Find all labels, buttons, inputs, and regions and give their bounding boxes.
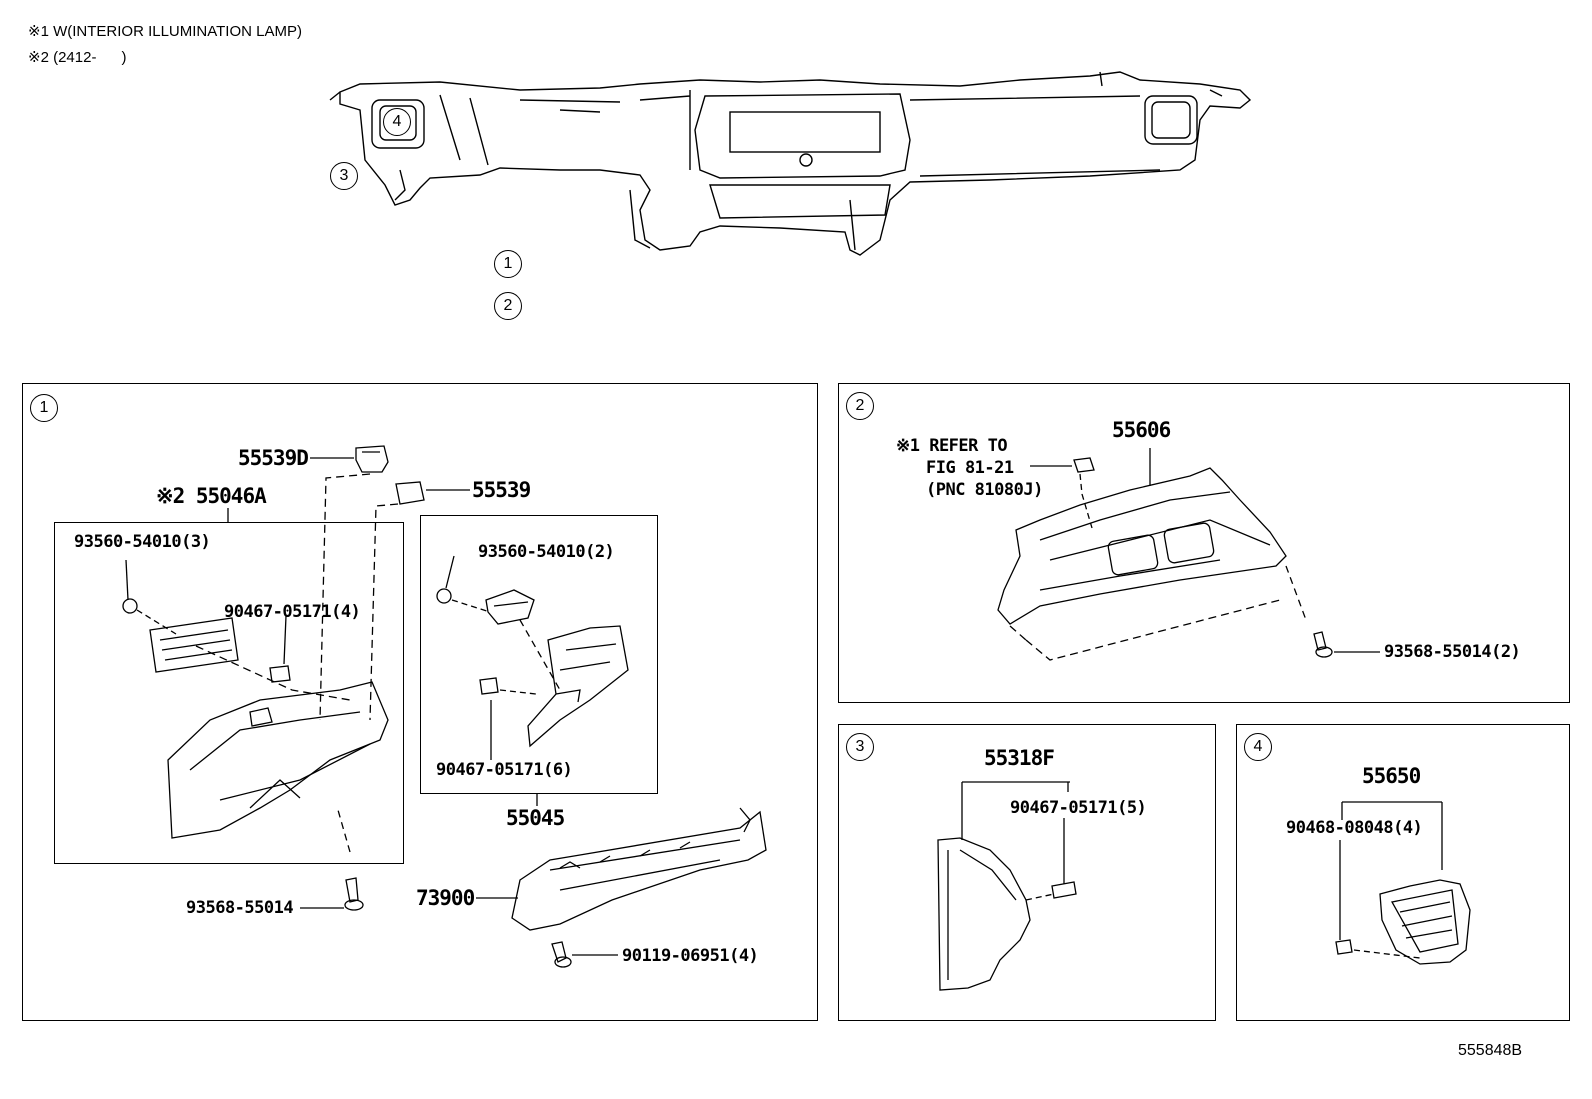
- panel-3: [838, 724, 1216, 1021]
- refer-to-line-2: FIG 81-21: [926, 458, 1014, 478]
- subassembly-55045-box: [420, 515, 658, 794]
- part-73900: 73900: [416, 886, 475, 910]
- part-55606: 55606: [1112, 418, 1171, 442]
- refer-to-line-3: (PNC 81080J): [926, 480, 1043, 500]
- note-date-range: ※2 (2412- ): [28, 49, 127, 66]
- panel-2: [838, 383, 1570, 703]
- part-55539: 55539: [472, 478, 531, 502]
- part-55045: 55045: [506, 806, 565, 830]
- part-93560-54010-3: 93560-54010(3): [74, 532, 211, 552]
- part-55318F: 55318F: [984, 746, 1055, 770]
- panel-1: [22, 383, 818, 1021]
- callout-1-top: 1: [494, 250, 522, 278]
- part-93568-55014: 93568-55014: [186, 898, 294, 918]
- part-90468-08048-4: 90468-08048(4): [1286, 818, 1423, 838]
- note-interior-illumination: ※1 W(INTERIOR ILLUMINATION LAMP): [28, 23, 302, 40]
- callout-2-top: 2: [494, 292, 522, 320]
- refer-to-line-1: ※1 REFER TO: [896, 436, 1008, 456]
- part-90467-05171-4: 90467-05171(4): [224, 602, 361, 622]
- part-93560-54010-2: 93560-54010(2): [478, 542, 615, 562]
- part-55539D: 55539D: [238, 446, 309, 470]
- part-55046A: ※2 55046A: [156, 484, 267, 508]
- panel-4-callout: 4: [1244, 733, 1272, 761]
- part-90467-05171-5: 90467-05171(5): [1010, 798, 1147, 818]
- callout-4-top: 4: [383, 108, 411, 136]
- panel-2-callout: 2: [846, 392, 874, 420]
- part-90467-05171-6: 90467-05171(6): [436, 760, 573, 780]
- panel-1-callout: 1: [30, 394, 58, 422]
- part-93568-55014-2: 93568-55014(2): [1384, 642, 1521, 662]
- figure-reference-number: 555848B: [1458, 1042, 1523, 1059]
- callout-3-top: 3: [330, 162, 358, 190]
- part-90119-06951-4: 90119-06951(4): [622, 946, 759, 966]
- panel-3-callout: 3: [846, 733, 874, 761]
- part-55650: 55650: [1362, 764, 1421, 788]
- subassembly-55046A-box: [54, 522, 404, 864]
- panel-4: [1236, 724, 1570, 1021]
